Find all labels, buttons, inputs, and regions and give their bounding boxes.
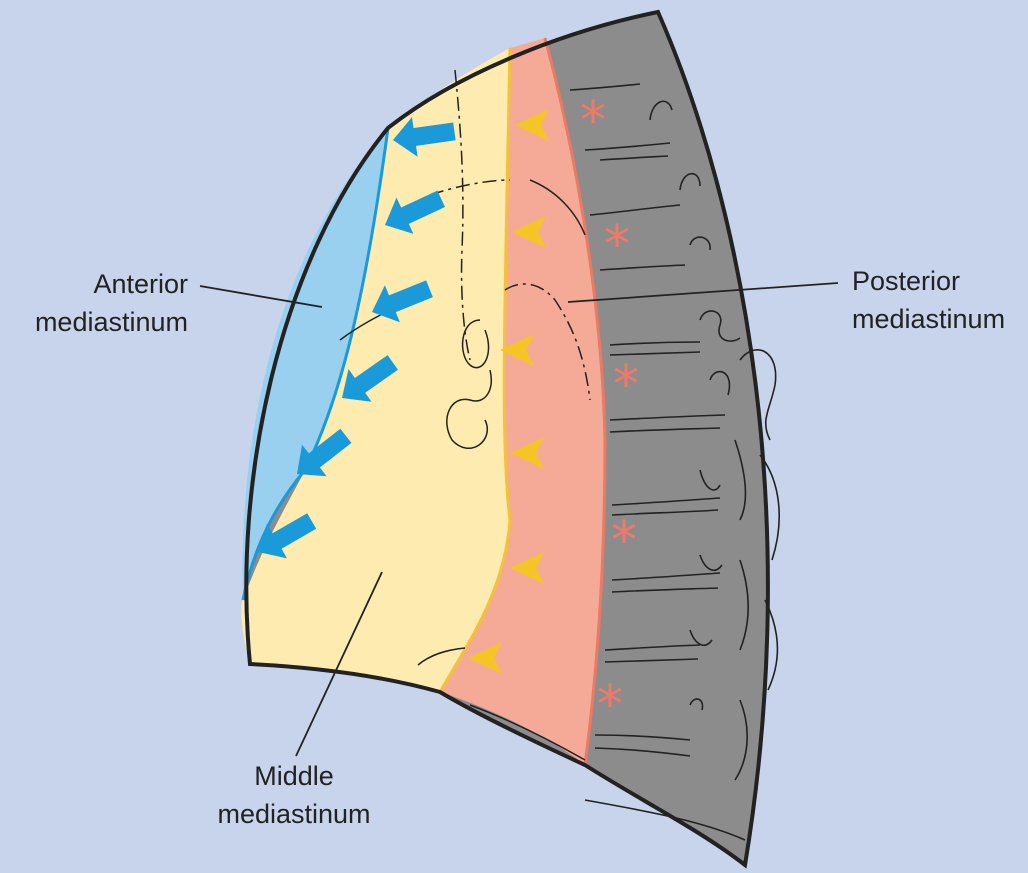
posterior-label-line1: Posterior <box>852 266 960 296</box>
asterisk-marker: * <box>613 355 639 415</box>
middle-label-line2: mediastinum <box>217 799 370 829</box>
asterisk-marker: * <box>597 675 623 735</box>
asterisk-marker: * <box>611 511 637 571</box>
asterisk-marker: * <box>604 215 630 275</box>
middle-label-line1: Middle <box>254 761 334 791</box>
anterior-label-line1: Anterior <box>93 269 188 299</box>
posterior-label-line2: mediastinum <box>852 304 1005 334</box>
anterior-label-line2: mediastinum <box>35 307 188 337</box>
asterisk-marker: * <box>580 91 606 151</box>
